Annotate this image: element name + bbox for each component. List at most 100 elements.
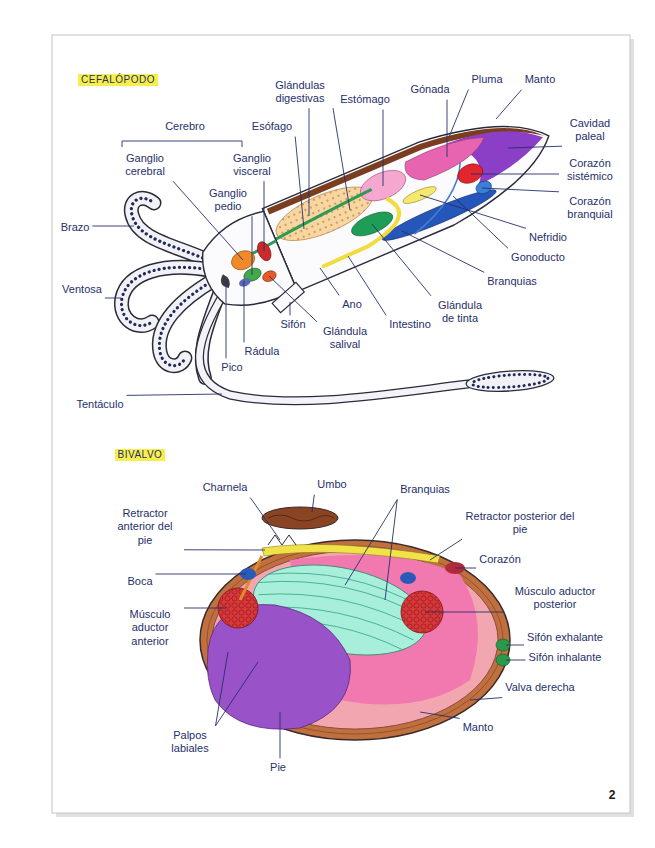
leader-line bbox=[250, 498, 280, 540]
part-label: Ganglio cerebral bbox=[120, 152, 170, 178]
leader-line bbox=[453, 196, 508, 248]
squid-arms-part bbox=[131, 198, 212, 262]
part-label: Sifón bbox=[280, 318, 305, 331]
part-label: Retractor anterior del pie bbox=[109, 507, 181, 547]
paper bbox=[52, 35, 634, 817]
leader-line bbox=[216, 662, 259, 726]
leader-line bbox=[156, 574, 246, 575]
squid-arms-part bbox=[472, 372, 549, 389]
leader-line bbox=[508, 146, 562, 148]
squid-body bbox=[190, 94, 572, 334]
part-label: Pico bbox=[221, 361, 242, 374]
squid-arms-part bbox=[465, 368, 554, 394]
leader-line bbox=[482, 188, 559, 192]
section-heading: BIVALVO bbox=[115, 449, 166, 461]
part-label: Ganglio visceral bbox=[227, 152, 277, 178]
leader-line bbox=[184, 549, 265, 550]
part-label: Sifón exhalante bbox=[527, 631, 603, 644]
part-label: Brazo bbox=[61, 221, 90, 234]
squid-arms-part bbox=[199, 290, 468, 401]
part-label: Cerebro bbox=[165, 120, 205, 133]
part-label: Rádula bbox=[245, 345, 280, 358]
leader-line bbox=[372, 224, 431, 296]
part-label: Ano bbox=[342, 298, 362, 311]
part-label: Umbo bbox=[317, 478, 346, 491]
leader-line bbox=[280, 712, 281, 758]
leader-line bbox=[105, 298, 121, 299]
part-label: Corazón sistémico bbox=[562, 157, 618, 183]
leader-line bbox=[470, 698, 502, 700]
part-label: Valva derecha bbox=[505, 681, 575, 694]
part-label: Pluma bbox=[471, 73, 502, 86]
part-label: Glándula salival bbox=[320, 325, 370, 351]
part-label: Pie bbox=[270, 761, 286, 774]
part-label: Corazón bbox=[479, 553, 521, 566]
bivalve-body-part bbox=[262, 544, 440, 563]
squid-body-part bbox=[218, 273, 232, 290]
squid-arms-part bbox=[131, 198, 212, 262]
squid-arms-part bbox=[199, 290, 468, 401]
part-label: Palpos labiales bbox=[168, 729, 213, 755]
leader-line bbox=[216, 652, 229, 726]
leader-line bbox=[455, 568, 476, 569]
part-label: Manto bbox=[525, 73, 556, 86]
leader-line bbox=[320, 268, 339, 295]
leader-line bbox=[295, 137, 304, 229]
part-label: Ventosa bbox=[62, 283, 102, 296]
leader-line bbox=[244, 281, 245, 342]
leader-line bbox=[345, 500, 397, 585]
leader-line bbox=[309, 108, 310, 216]
leader-line bbox=[506, 660, 526, 661]
squid-body-part bbox=[268, 281, 308, 315]
leader-line bbox=[420, 712, 460, 718]
part-label: Ganglio pedio bbox=[206, 187, 251, 213]
part-label: Manto bbox=[463, 721, 494, 734]
leader-line bbox=[506, 645, 524, 646]
page-number: 2 bbox=[609, 788, 616, 802]
bivalve-body-part bbox=[240, 556, 262, 600]
leader-line bbox=[226, 282, 227, 358]
leader-line bbox=[420, 195, 526, 228]
squid-arms-part bbox=[131, 198, 212, 262]
part-label: Gónada bbox=[410, 83, 449, 96]
part-label: Branquias bbox=[400, 483, 450, 496]
leader-line bbox=[496, 90, 522, 119]
part-label: Intestino bbox=[389, 318, 431, 331]
leader-line bbox=[402, 231, 484, 272]
squid-body-part bbox=[307, 196, 407, 267]
squid-body-part bbox=[401, 183, 438, 206]
part-label: Charnela bbox=[203, 481, 248, 494]
part-label: Estómago bbox=[340, 93, 390, 106]
part-label: Músculo aductor anterior bbox=[119, 608, 181, 648]
leader-line bbox=[184, 608, 226, 609]
part-label: Esófago bbox=[252, 120, 292, 133]
section-heading: CEFALÓPODO bbox=[78, 74, 158, 86]
squid-body-part bbox=[262, 94, 566, 291]
leader-line bbox=[269, 276, 317, 322]
bivalve-body-part bbox=[268, 535, 296, 545]
leader-line bbox=[447, 100, 448, 157]
bivalve-body bbox=[200, 507, 510, 740]
part-label: Retractor posterior del pie bbox=[465, 510, 575, 536]
paper-part bbox=[52, 35, 630, 813]
bivalve-body-part bbox=[400, 572, 416, 584]
part-label: Sifón inhalante bbox=[529, 651, 602, 664]
leader-line bbox=[252, 216, 253, 275]
bivalve-body-part bbox=[200, 540, 510, 740]
leader-line bbox=[449, 90, 468, 137]
part-label: Nefridio bbox=[529, 231, 567, 244]
leader-line bbox=[383, 110, 384, 186]
leader-line bbox=[471, 174, 559, 175]
leader-line bbox=[425, 612, 505, 613]
leader-line bbox=[430, 539, 462, 560]
part-label: Corazón branquial bbox=[562, 195, 618, 221]
leader-line bbox=[385, 500, 397, 600]
bivalve-body-part bbox=[268, 515, 334, 521]
leader-line bbox=[92, 226, 134, 227]
leader-line bbox=[290, 302, 291, 315]
squid-body-part bbox=[474, 179, 493, 196]
bracket bbox=[122, 141, 242, 147]
